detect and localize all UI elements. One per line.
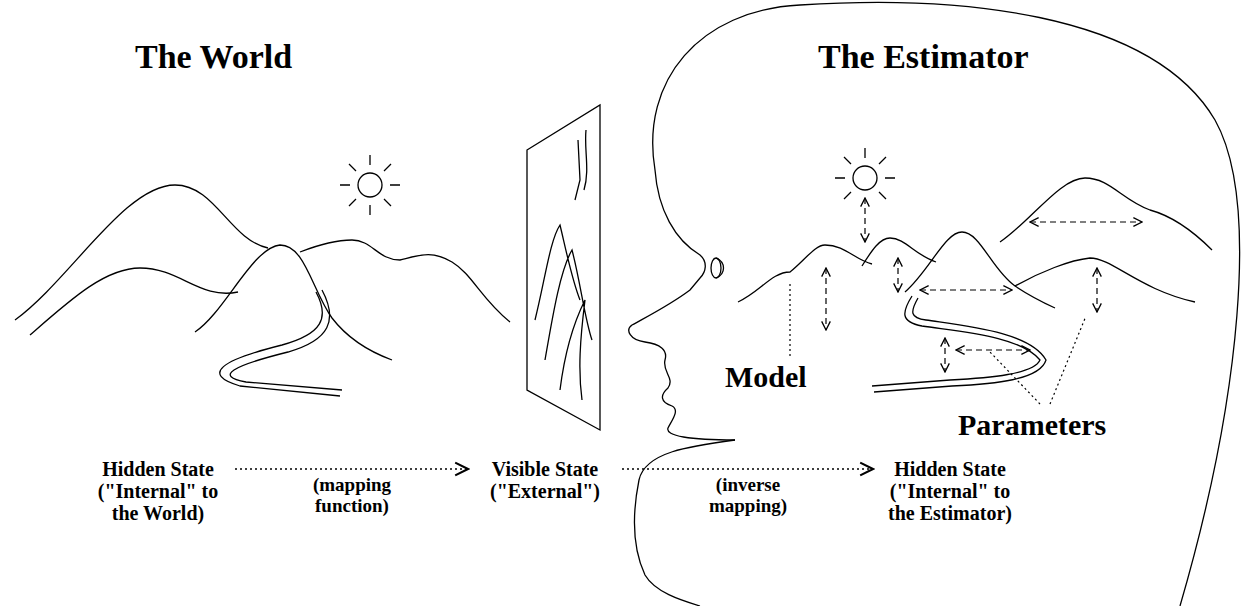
parameter-arrow <box>1096 268 1097 312</box>
parameter-arrow <box>1030 221 1142 222</box>
state-text-node: Hidden State ("Internal" to the Estimato… <box>875 458 1025 524</box>
section-title: The World <box>135 38 292 75</box>
picture-frame <box>527 105 600 430</box>
mountain <box>1000 178 1212 250</box>
parameter-arrow <box>956 349 1030 350</box>
eye <box>711 258 721 278</box>
mountain <box>30 268 238 335</box>
callout-label: Model <box>725 360 807 393</box>
river <box>872 296 1040 386</box>
sun-rays <box>835 148 895 199</box>
parameter-arrow <box>920 289 1012 290</box>
eye <box>716 258 724 278</box>
mountain <box>300 240 510 322</box>
edge-label: (mapping function) <box>302 475 402 517</box>
leader-lines <box>790 282 1086 404</box>
sun-rays <box>340 155 400 215</box>
parameter-arrow <box>825 268 826 330</box>
face-profile <box>629 170 735 440</box>
mountain <box>195 245 392 360</box>
state-text-node: Hidden State ("Internal" to the World) <box>83 458 233 524</box>
world-landscape <box>15 155 510 396</box>
edge-label: (inverse mapping) <box>698 475 798 517</box>
state-text-node: Visible State ("External") <box>470 458 620 502</box>
estimator-head <box>629 2 1240 606</box>
parameter-arrows <box>826 198 1142 372</box>
leader-line <box>789 282 790 356</box>
mountain <box>738 245 872 302</box>
leader-line <box>1050 316 1086 404</box>
river <box>230 290 342 390</box>
mapping-arrow <box>622 468 873 470</box>
callout-label: Parameters <box>958 408 1106 441</box>
state-label: Visible State ("External") <box>470 458 620 502</box>
parameter-arrow <box>864 198 865 242</box>
mapping-arrow <box>235 468 468 470</box>
frame <box>527 105 600 430</box>
mountain <box>905 232 1055 308</box>
leader-line <box>990 352 1040 404</box>
state-label: Hidden State ("Internal" to the Estimato… <box>875 458 1025 524</box>
parameter-arrow <box>897 258 898 292</box>
head-outline <box>653 2 1240 606</box>
sun <box>853 166 877 190</box>
estimator-landscape <box>738 148 1212 392</box>
mountain <box>862 238 936 266</box>
neck <box>634 440 735 606</box>
sun <box>358 173 382 197</box>
mountain <box>1015 258 1195 302</box>
parameter-arrow <box>944 338 945 372</box>
scribble <box>535 130 592 400</box>
river <box>874 298 1046 392</box>
mountain <box>15 185 268 320</box>
section-title: The Estimator <box>818 38 1029 75</box>
state-label: Hidden State ("Internal" to the World) <box>83 458 233 524</box>
